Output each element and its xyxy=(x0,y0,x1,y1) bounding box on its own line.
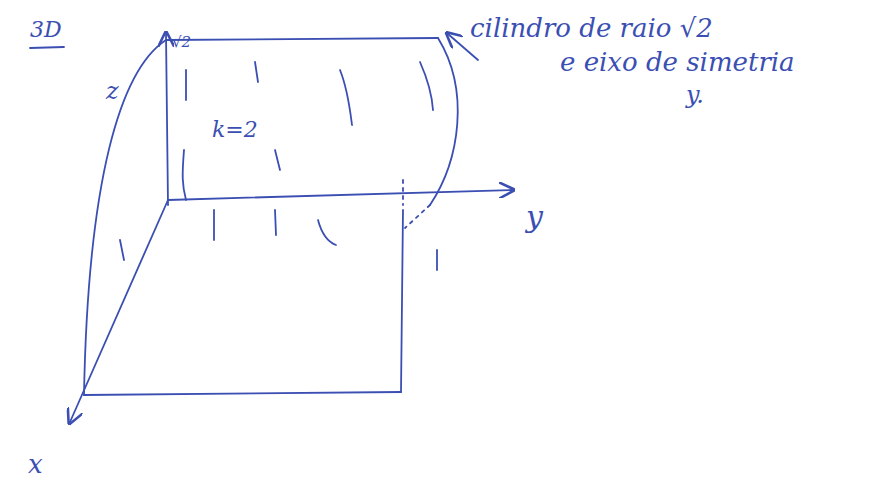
hatch xyxy=(318,220,336,245)
far-arc-hidden xyxy=(405,205,430,228)
hatch xyxy=(255,62,258,82)
view-label: 3D xyxy=(30,18,62,42)
hatch xyxy=(420,62,433,110)
hatch xyxy=(213,210,215,240)
hatch xyxy=(436,250,438,270)
annotation-text: e eixo de simetria xyxy=(560,48,795,77)
y-axis xyxy=(168,190,512,200)
axis-value: √2 xyxy=(172,34,191,51)
far-vertical xyxy=(401,210,403,392)
axis-name: z xyxy=(106,78,119,104)
cylinder-top-edge xyxy=(166,38,438,40)
far-vertical-hidden xyxy=(402,180,404,205)
far-arc xyxy=(430,38,458,205)
annotation-text: cilindro de raio √2 xyxy=(470,14,713,43)
axis-name: x xyxy=(28,450,43,479)
z-axis xyxy=(166,34,168,205)
underline xyxy=(30,47,64,48)
near-arc xyxy=(84,40,166,395)
hatch xyxy=(340,70,352,125)
level-value: k=2 xyxy=(212,118,258,142)
hatch xyxy=(183,150,186,200)
hatch xyxy=(275,210,276,235)
hatch xyxy=(275,150,280,170)
axis-name: y xyxy=(526,200,543,233)
cylinder-bottom-edge xyxy=(84,392,401,395)
hatch xyxy=(185,70,187,100)
annotation-text: y. xyxy=(686,82,704,108)
hatch xyxy=(120,240,124,260)
